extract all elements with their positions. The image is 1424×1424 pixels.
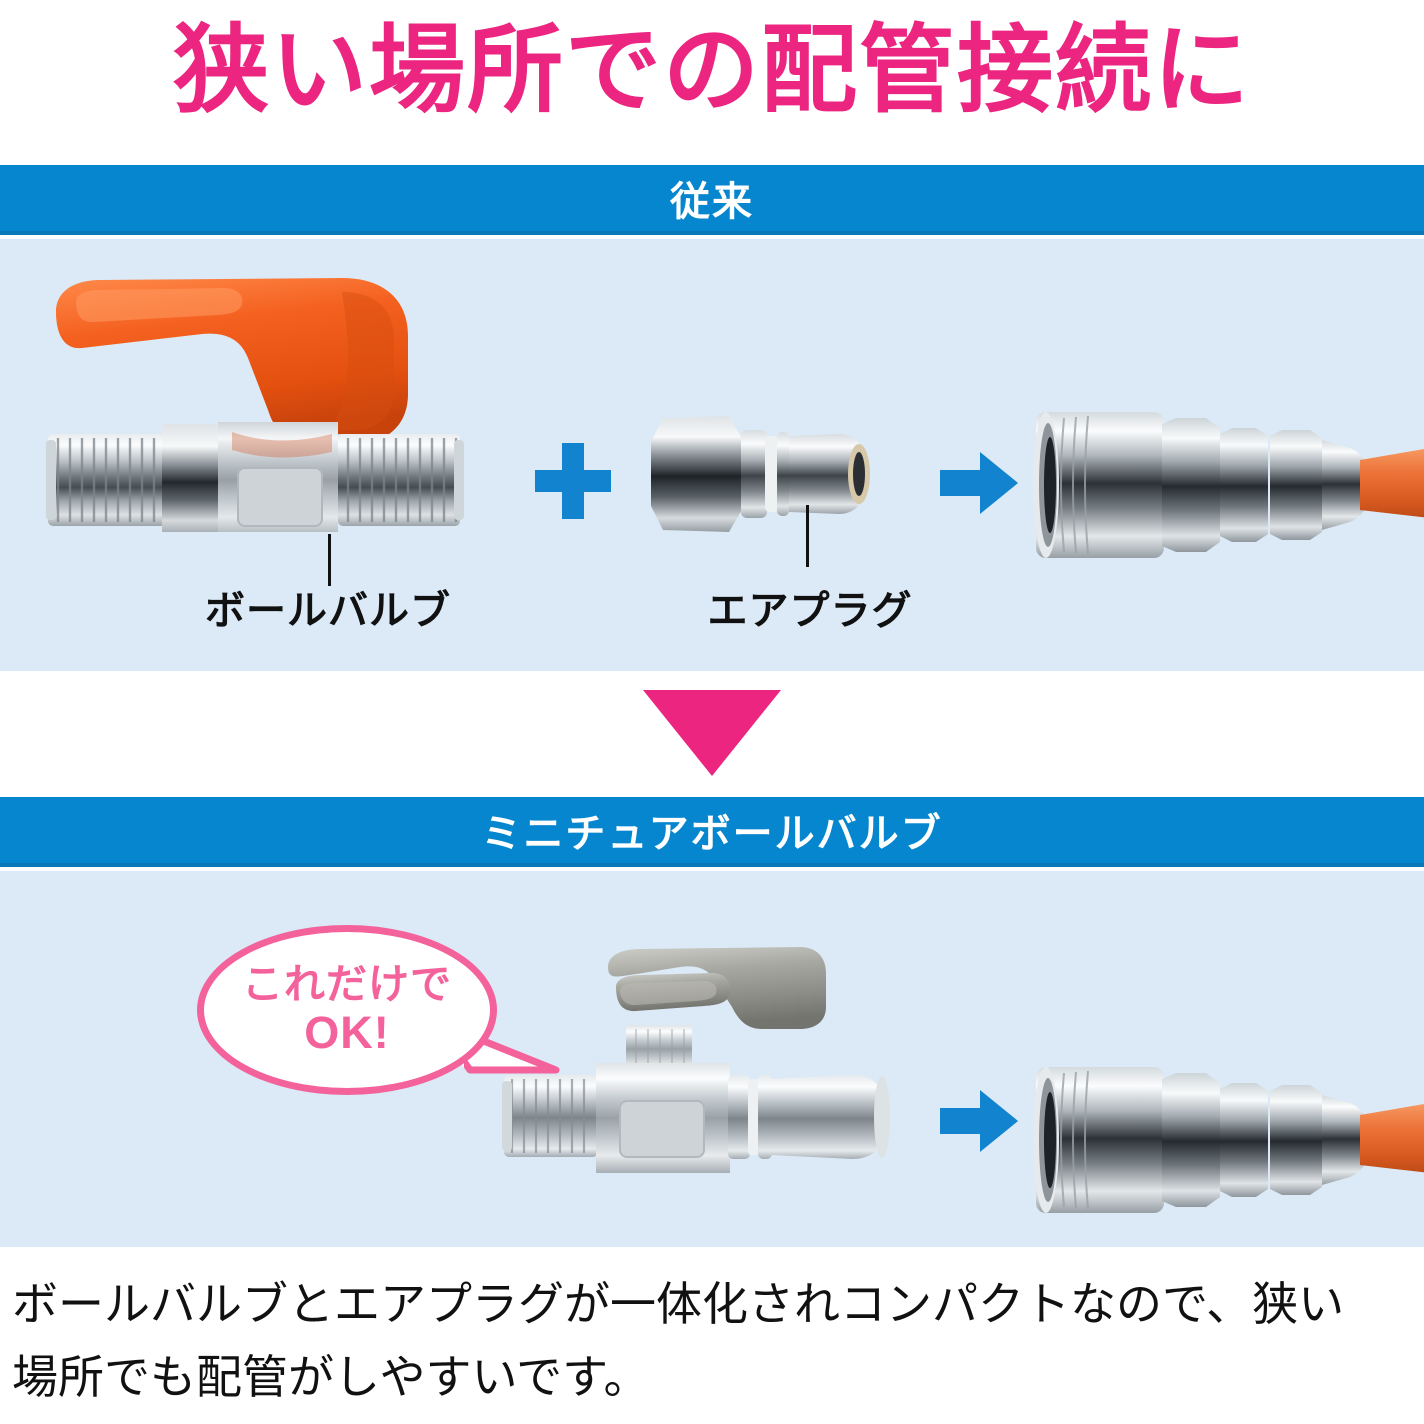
valve-handle-gray <box>608 947 826 1029</box>
arrow-right-icon-bottom <box>940 1090 1018 1152</box>
section-banner-conventional-label: 従来 <box>670 180 754 224</box>
valve-handle-orange <box>56 278 408 444</box>
coupler-socket <box>1036 412 1164 558</box>
ball-valve-caption: ボールバルブ <box>205 589 451 633</box>
mini-valve-plug-nose <box>772 1075 886 1159</box>
air-plug-caption: エアプラグ <box>707 589 913 633</box>
quick-coupler-with-hose-icon-top <box>1030 400 1424 570</box>
section-banner-miniature: ミニチュアボールバルブ <box>0 797 1424 867</box>
miniature-ball-valve-icon <box>500 945 920 1195</box>
air-plug-icon <box>633 404 903 544</box>
footer-description-line2: 場所でも配管がしやすいです。 <box>12 1350 650 1403</box>
air-hose <box>1360 1104 1424 1173</box>
quick-coupler-with-hose-icon-bottom <box>1030 1055 1424 1225</box>
page-title: 狭い場所での配管接続に <box>173 17 1251 124</box>
speech-bubble-line2: OK! <box>304 1006 390 1058</box>
section-banner-miniature-label: ミニチュアボールバルブ <box>481 812 943 856</box>
air-plug-leader-line <box>806 505 809 567</box>
air-plug-nose <box>789 434 865 514</box>
mini-valve-left-thread <box>502 1075 598 1157</box>
air-plug-hex <box>651 416 743 532</box>
arrow-right-icon-top <box>940 452 1018 514</box>
ball-valve-leader-line <box>328 534 331 586</box>
ball-valve-orange-handle-icon <box>42 262 512 532</box>
valve-hex-nut <box>162 424 218 532</box>
section-banner-conventional: 従来 <box>0 165 1424 235</box>
air-hose <box>1360 449 1424 518</box>
footer-description: ボールバルブとエアプラグが一体化されコンパクトなので、狭い 場所でも配管がしやす… <box>12 1268 1412 1413</box>
triangle-down-icon <box>643 690 781 776</box>
plus-icon <box>535 443 611 519</box>
speech-bubble: これだけで OK! <box>197 925 497 1095</box>
speech-bubble-line1: これだけで <box>242 960 452 1007</box>
valve-left-thread <box>46 434 166 526</box>
footer-description-line1: ボールバルブとエアプラグが一体化されコンパクトなので、狭い <box>12 1278 1345 1330</box>
valve-right-thread <box>338 434 464 526</box>
